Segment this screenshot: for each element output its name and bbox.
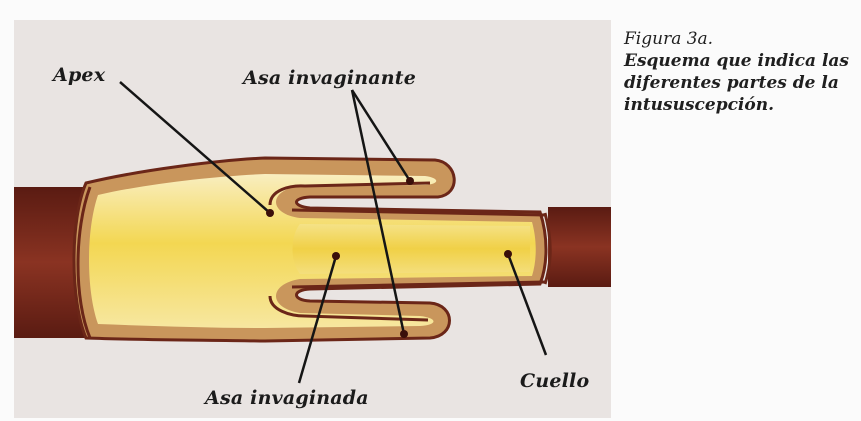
right-intestine-segment — [548, 207, 611, 287]
asa-invaginada-marker — [332, 252, 340, 260]
asa-invaginante-marker-lower — [400, 330, 408, 338]
inner-lumen — [293, 224, 531, 274]
caption-title: Figura 3a. — [624, 28, 860, 50]
label-apex: Apex — [53, 64, 105, 86]
asa-invaginante-marker-upper — [406, 177, 414, 185]
figure-caption: Figura 3a. Esquema que indica las difere… — [624, 28, 860, 116]
caption-description: Esquema que indica las diferentes partes… — [624, 50, 860, 116]
label-cuello: Cuello — [520, 370, 589, 392]
cuello-marker — [504, 250, 512, 258]
apex-marker — [266, 209, 274, 217]
label-asa-invaginante: Asa invaginante — [243, 67, 416, 89]
label-asa-invaginada: Asa invaginada — [205, 387, 369, 409]
